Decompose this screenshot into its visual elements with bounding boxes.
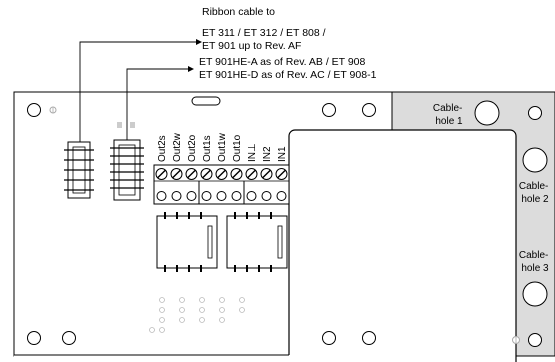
callout-leader-1 (79, 41, 196, 142)
cable-hole-2 (522, 147, 548, 173)
relay-1 (156, 212, 218, 272)
callout-leader-2 (126, 68, 188, 140)
terminal-label: Out2o (187, 134, 198, 162)
terminal-wire-entry (276, 191, 287, 201)
mounting-hole-panel-bottom (528, 333, 542, 347)
terminal-wire-entry (216, 191, 227, 201)
terminal-wire-entry (186, 191, 197, 201)
screw-slot (172, 169, 181, 179)
screw-slot (157, 169, 166, 179)
pad-grid (149, 297, 245, 333)
screw-slot (232, 169, 241, 179)
mounting-hole-bottom-mid-left (62, 331, 76, 345)
terminal-label: Out1w (217, 132, 228, 162)
terminal-wire-entry (156, 191, 167, 201)
screw-slot (262, 169, 271, 179)
screw-slot (202, 169, 211, 179)
screw-slot (187, 169, 196, 179)
relay-2 (226, 212, 288, 272)
terminal-wire-entry (171, 191, 182, 201)
mounting-hole-top-mid (322, 103, 336, 117)
terminal-label: Out2s (157, 135, 168, 162)
callout-2: ET 901HE-A as of Rev. AB / ET 908 ET 901… (199, 56, 377, 81)
terminal-label: Out1o (232, 134, 243, 162)
terminal-label: IN2 (262, 146, 273, 162)
cable-hole-2-label: Cable- hole 2 (519, 181, 551, 205)
screw-slot (247, 169, 256, 179)
mounting-hole-bottom-left (27, 331, 41, 345)
terminal-wire-entry (246, 191, 257, 201)
enclosure-block (288, 129, 517, 362)
cable-hole-1-label: Cable- hole 1 (433, 103, 465, 127)
terminal-label: IN⊥ (247, 143, 258, 162)
terminal-wire-entry (261, 191, 272, 201)
cable-hole-3-label: Cable- hole 3 (519, 250, 551, 274)
cable-hole-1 (474, 100, 500, 126)
terminal-label: IN1 (277, 146, 288, 162)
mounting-hole-top-right (362, 103, 376, 117)
mounting-hole-bottom-mid (322, 331, 336, 345)
terminal-wire-entry (201, 191, 212, 201)
cable-hole-3 (522, 281, 548, 307)
terminal-wire-entry (231, 191, 242, 201)
top-slot (191, 96, 221, 106)
screw-slot (277, 169, 286, 179)
mounting-hole-top-left (27, 103, 41, 117)
terminal-label: Out2w (172, 132, 183, 162)
terminal-label: Out1s (202, 135, 213, 162)
mounting-hole-bottom-right (362, 331, 376, 345)
terminal-block: Out2s Out2w Out2o Out1s Out1w Out1o IN⊥ IN2 IN1 (153, 132, 290, 205)
ribbon-connector-1 (64, 141, 94, 199)
mounting-hole-panel-top (528, 106, 542, 120)
ribbon-connector-2 (110, 139, 144, 201)
screw-slot (217, 169, 226, 179)
callout-1: Ribbon cable to ET 311 / ET 312 / ET 808… (202, 6, 328, 52)
